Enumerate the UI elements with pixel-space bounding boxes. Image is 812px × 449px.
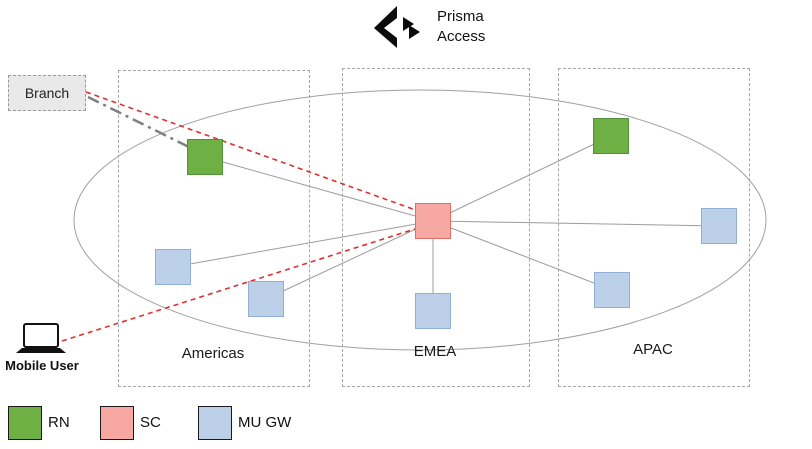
mugw-node-emea [415, 293, 451, 329]
legend-mugw-swatch [198, 406, 232, 440]
link-sc-mugw-apac-1 [432, 220, 720, 227]
link-sc-mugw-americas-2 [265, 220, 434, 300]
sc-node-emea [415, 203, 451, 239]
link-sc-mugw-americas-1 [172, 220, 434, 268]
prisma-access-logo-icon [374, 6, 420, 48]
mobile-user-label: Mobile User [5, 358, 79, 373]
rn-node-apac [593, 118, 629, 154]
legend-rn-label: RN [48, 414, 70, 431]
link-sc-mugw-apac-2 [432, 220, 613, 291]
diagram-title-line2: Access [437, 28, 486, 45]
link-mobileuser-sc [61, 227, 419, 342]
link-sc-rn-americas [204, 156, 434, 222]
region-box-americas [118, 70, 310, 387]
region-box-apac [558, 68, 750, 387]
legend-rn-swatch [8, 406, 42, 440]
rn-node-americas [187, 139, 223, 175]
mugw-node-americas-2 [248, 281, 284, 317]
branch-node: Branch [8, 75, 86, 111]
link-branch-sc [85, 91, 425, 214]
mugw-node-apac-1 [701, 208, 737, 244]
diagram-title-line1: Prisma [437, 8, 484, 25]
mugw-node-apac-2 [594, 272, 630, 308]
diagram-title: Prisma Access [437, 7, 485, 47]
region-box-emea [342, 68, 530, 387]
region-label-americas: Americas [181, 345, 245, 362]
link-branch-rn-americas [87, 95, 198, 153]
laptop-icon [16, 323, 66, 353]
mugw-node-americas-1 [155, 249, 191, 285]
legend-mugw-label: MU GW [238, 414, 292, 431]
branch-label: Branch [24, 85, 70, 101]
cloud-ellipse [73, 89, 767, 351]
legend-sc-label: SC [140, 414, 161, 431]
region-label-emea: EMEA [413, 343, 457, 360]
legend-sc-swatch [100, 406, 134, 440]
link-sc-rn-apac [432, 135, 612, 222]
region-label-apac: APAC [633, 341, 673, 358]
